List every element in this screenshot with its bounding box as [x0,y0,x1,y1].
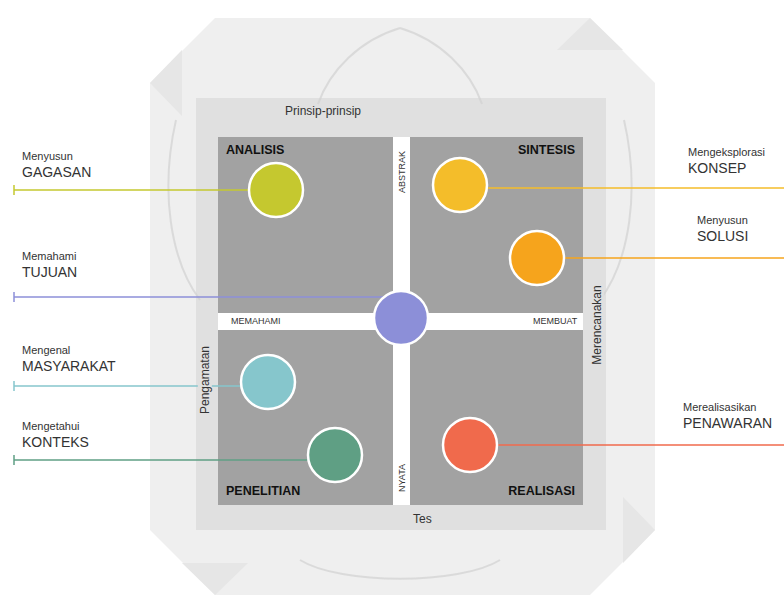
leader-line [497,444,784,446]
step-circle [374,291,428,345]
axis-label-holder: Tes [413,512,432,526]
step-verb-holder: Mengeksplorasi [688,146,765,159]
cycle-arrow [150,50,182,116]
leader-lines [14,185,784,465]
cycle-frame [150,18,655,595]
step-verb-holder: Merealisasikan [683,401,756,414]
step-name-holder: TUJUAN [22,264,77,281]
quadrant-box: SINTESIS [410,137,583,313]
step-name-holder: SOLUSI [697,228,748,245]
step-circle [510,231,564,285]
cycle-arrow [557,18,623,50]
leader-tick [13,292,15,302]
step-circle [249,163,303,217]
quadrant-box: PENELITIAN [218,330,393,505]
band-label-holder: MEMAHAMI [228,316,284,327]
step-verb-holder: Menyusun [697,214,748,227]
step-verb-holder: Memahami [22,250,76,263]
step-verb: Merealisasikan [683,401,756,413]
quadrant-box: ANALISIS [218,137,393,313]
step-verb: Menyusun [22,150,73,162]
cross-band [393,137,410,505]
step-verb: Mengenal [22,344,70,356]
step-name-holder: MASYARAKAT [22,358,116,375]
band-label-holder: ABSTRAK [396,148,407,196]
step-name: TUJUAN [22,264,77,280]
cross-band [218,313,583,330]
cycle-arrow [182,563,248,595]
leader-tick [13,381,15,391]
leader-line [487,187,784,189]
step-verb: Mengetahui [22,420,80,432]
axis-label: Prinsip-prinsip [285,104,361,118]
inner-ground [196,98,606,530]
quadrant-box: REALISASI [410,330,583,505]
band-label: MEMBUAT [533,316,577,326]
step-name: KONSEP [688,160,746,176]
step-circle [241,355,295,409]
watermark [168,28,631,579]
axis-label: Merencanakan [590,285,604,364]
step-verb: Mengeksplorasi [688,146,765,158]
leader-line [14,189,249,191]
step-name: PENAWARAN [683,415,772,431]
leader-tick [13,455,15,465]
axis-label-holder: Prinsip-prinsip [285,104,361,118]
leader-line [14,459,309,461]
axis-label-holder: Pengamatan [198,343,212,417]
quadrant-title: SINTESIS [518,143,575,158]
axis-label-holder: Merencanakan [590,282,604,367]
step-name-holder: PENAWARAN [683,415,772,432]
step-name-holder: GAGASAN [22,164,91,181]
quadrant-title: PENELITIAN [226,484,300,499]
quadrant-title: ANALISIS [226,143,284,158]
step-circle [308,428,362,482]
leader-line [14,296,384,298]
step-name: GAGASAN [22,164,91,180]
step-name-holder: KONTEKS [22,434,89,451]
step-verb-holder: Menyusun [22,150,73,163]
step-name: SOLUSI [697,228,748,244]
band-label-holder: NYATA [396,461,407,495]
step-name: KONTEKS [22,434,89,450]
cycle-arrow [623,497,655,563]
quadrant-title: REALISASI [508,484,575,499]
step-circles [241,158,564,482]
band-label: NYATA [396,464,406,492]
band-label-holder: MEMBUAT [530,316,580,327]
axis-label: Tes [413,512,432,526]
band-label: ABSTRAK [396,151,406,193]
step-verb: Menyusun [697,214,748,226]
step-verb-holder: Mengetahui [22,420,80,433]
leader-line [564,257,784,259]
axis-label: Pengamatan [198,346,212,414]
band-label: MEMAHAMI [231,316,281,326]
leader-tick [13,185,15,195]
step-circle [433,158,487,212]
step-verb: Memahami [22,250,76,262]
step-name: MASYARAKAT [22,358,116,374]
step-verb-holder: Mengenal [22,344,70,357]
step-name-holder: KONSEP [688,160,746,177]
step-circle [443,418,497,472]
